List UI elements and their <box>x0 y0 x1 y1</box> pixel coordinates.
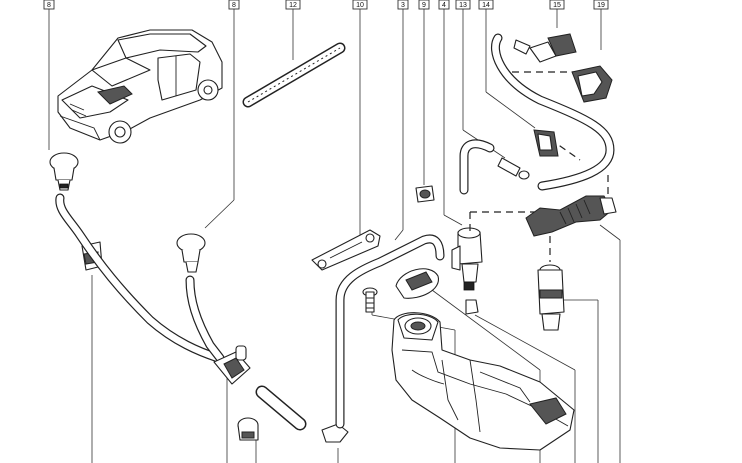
washer-jet-right <box>176 233 206 273</box>
washer-reservoir <box>391 312 575 451</box>
hose-bracket-10 <box>311 229 381 271</box>
elbow-15 <box>513 33 577 63</box>
washer-pump-4 <box>451 227 483 315</box>
callout-10: 10 <box>352 0 368 10</box>
hose-straight <box>255 385 307 431</box>
grommet-9 <box>415 185 435 203</box>
svg-text:10: 10 <box>356 2 364 9</box>
svg-text:12: 12 <box>289 2 297 9</box>
washer-pump-right <box>537 264 565 331</box>
callout-15: 15 <box>549 0 565 10</box>
callout-8a: 8 <box>43 0 55 10</box>
callout-13: 13 <box>455 0 471 10</box>
svg-text:13: 13 <box>459 2 467 9</box>
filler-cap <box>395 268 439 299</box>
svg-text:8: 8 <box>47 2 51 9</box>
grommet-bottom <box>237 417 259 441</box>
connector-13 <box>497 157 530 180</box>
connector-19 <box>571 65 613 103</box>
svg-text:9: 9 <box>422 2 426 9</box>
callout-19: 19 <box>593 0 609 10</box>
svg-text:19: 19 <box>597 2 605 9</box>
svg-text:15: 15 <box>553 2 561 9</box>
valve-14 <box>533 129 559 157</box>
hose-upper-right <box>490 33 615 191</box>
callout-8b: 8 <box>228 0 240 10</box>
hose-12 <box>242 42 346 108</box>
svg-text:8: 8 <box>232 2 236 9</box>
check-valve-tee <box>213 345 251 385</box>
corrugated-hose-right <box>525 195 617 237</box>
callout-12: 12 <box>285 0 301 10</box>
svg-text:3: 3 <box>401 2 405 9</box>
hose-jet-right <box>185 275 225 363</box>
callout-3: 3 <box>397 0 409 10</box>
hose-upper-mid <box>459 139 495 195</box>
hose-elbow-bottom <box>321 423 349 443</box>
callout-9: 9 <box>418 0 430 10</box>
callout-14: 14 <box>478 0 494 10</box>
washer-jet-left <box>49 152 79 191</box>
hose-centre-long <box>335 234 445 429</box>
svg-text:14: 14 <box>482 2 490 9</box>
car-location-view <box>57 29 223 144</box>
hose-left-long <box>55 193 223 363</box>
bolt <box>362 287 378 313</box>
svg-text:4: 4 <box>442 2 446 9</box>
callout-4: 4 <box>438 0 450 10</box>
